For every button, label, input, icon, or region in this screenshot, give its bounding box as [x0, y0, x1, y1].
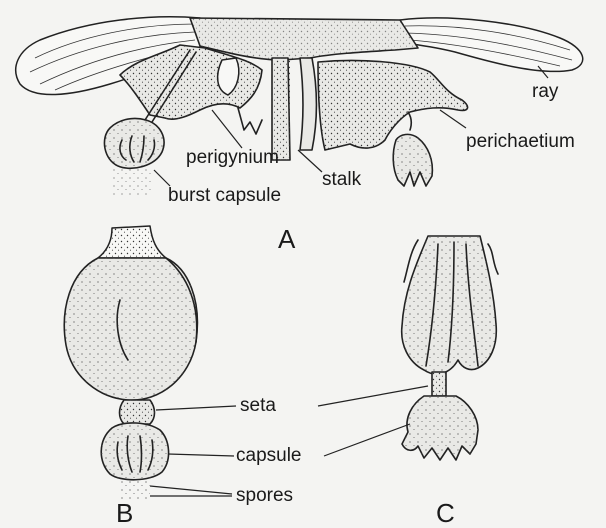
- label-perigynium: perigynium: [186, 148, 279, 167]
- figure-b-drawing: [64, 226, 236, 500]
- label-ray: ray: [532, 82, 558, 101]
- label-capsule: capsule: [236, 446, 302, 465]
- figure-c-drawing: [318, 236, 498, 460]
- panel-label-b: B: [116, 500, 133, 526]
- panel-label-a: A: [278, 226, 295, 252]
- label-seta: seta: [240, 396, 276, 415]
- label-perichaetium: perichaetium: [466, 132, 575, 151]
- label-spores: spores: [236, 486, 293, 505]
- stalk-right-shape: [300, 58, 317, 150]
- panel-label-c: C: [436, 500, 455, 526]
- label-burst-capsule: burst capsule: [168, 186, 281, 205]
- label-stalk: stalk: [322, 170, 361, 189]
- figure-a-drawing: [16, 17, 583, 196]
